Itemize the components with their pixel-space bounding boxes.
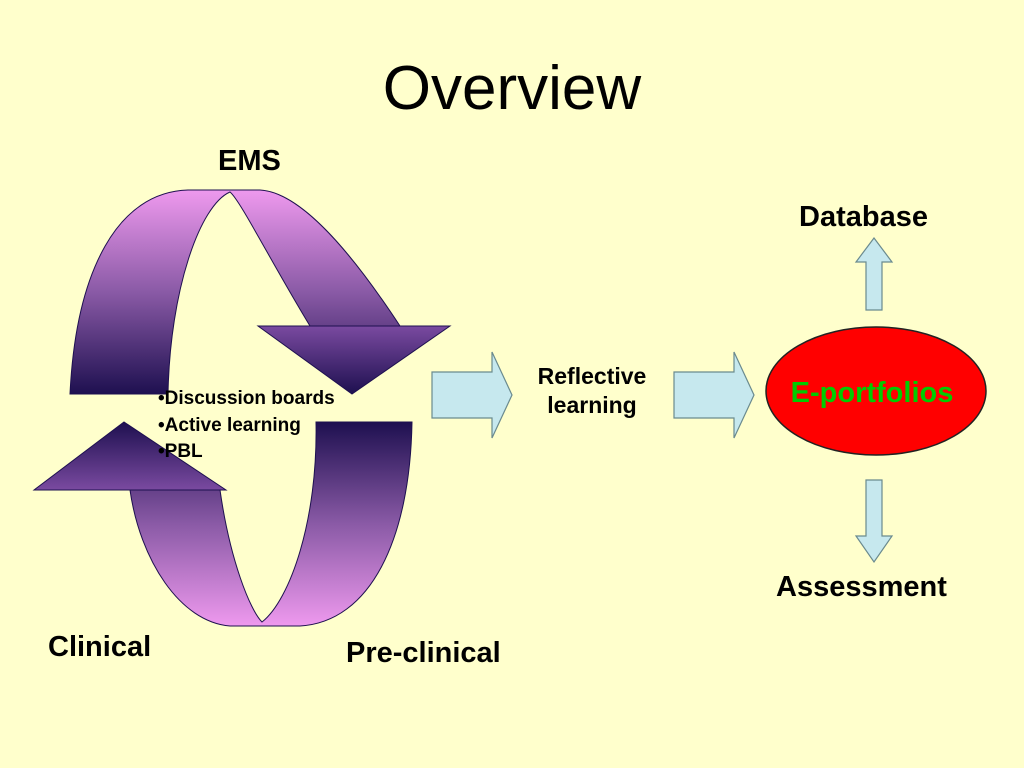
cycle-bullet-list: Discussion boards Active learning PBL xyxy=(158,386,335,466)
bullet-item: Active learning xyxy=(158,413,335,440)
arrow-down-to-assessment xyxy=(854,479,894,564)
label-clinical: Clinical xyxy=(48,631,152,663)
arrow-up-to-database xyxy=(854,237,894,311)
bullet-item: Discussion boards xyxy=(158,386,335,413)
arrow-right-to-reflective xyxy=(431,351,513,439)
label-database: Database xyxy=(799,201,928,233)
slide-title: Overview xyxy=(382,54,642,123)
label-ems: EMS xyxy=(218,145,281,177)
bullet-item: PBL xyxy=(158,439,335,466)
label-pre-clinical: Pre-clinical xyxy=(346,637,501,669)
arrow-right-to-eportfolios xyxy=(673,351,755,439)
cycle-arrow-top xyxy=(69,189,452,395)
eportfolios-ellipse xyxy=(765,326,987,456)
label-assessment: Assessment xyxy=(776,571,947,603)
cycle-arrow-bottom xyxy=(32,421,413,627)
label-eportfolios: E-portfolios xyxy=(790,377,954,409)
label-reflective-learning: Reflective learning xyxy=(537,363,647,418)
